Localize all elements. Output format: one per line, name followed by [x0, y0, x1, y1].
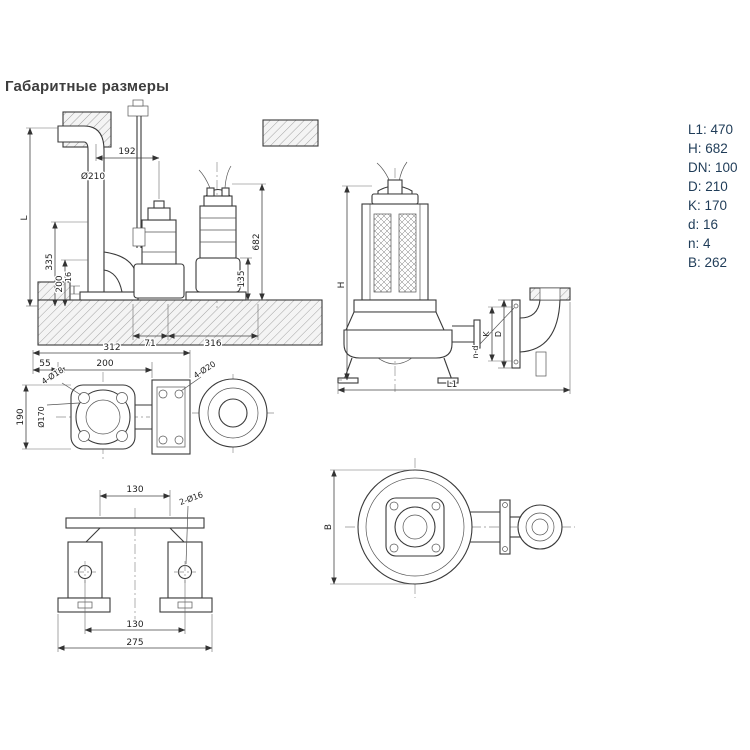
- side-view: H L1 D K n-d: [336, 161, 571, 394]
- dim-130-top: 130: [99, 484, 171, 516]
- dim-dia170: Ø170: [35, 402, 80, 429]
- flange-view: 312 55 200 190 Ø170 4-Ø: [15, 342, 275, 462]
- dim-label-L: L: [20, 215, 30, 220]
- dim-label-H: H: [337, 282, 347, 289]
- dim-135: 135: [236, 257, 252, 301]
- dim-682: 682: [232, 183, 266, 301]
- concrete-hatching: [37, 111, 323, 346]
- adapter-plate: [151, 379, 191, 455]
- dim-label-2d16: 2-Ø16: [178, 489, 204, 507]
- dim-335: 335: [44, 221, 88, 307]
- dim-label-L1: L1: [447, 380, 458, 390]
- elbow-ring: [192, 374, 275, 453]
- dim-200: 200: [54, 259, 88, 307]
- dim-label-312: 312: [103, 343, 120, 353]
- dim-D: D: [493, 299, 512, 369]
- spec-item-k: K: 170: [688, 198, 728, 213]
- dim-label-682: 682: [252, 233, 262, 250]
- dim-label-335: 335: [45, 253, 55, 270]
- dim-label-130-top: 130: [126, 485, 143, 495]
- dim-label-dia210: Ø210: [81, 171, 106, 182]
- pump-portable: [185, 162, 247, 308]
- dim-nd: n-d: [470, 307, 515, 360]
- dim-B: B: [323, 469, 413, 585]
- page-title: Габаритные размеры: [5, 78, 170, 95]
- dim-label-200: 200: [55, 275, 65, 292]
- installation-view: 192 Ø210 L 335 200: [19, 99, 323, 350]
- dim-label-dia170: Ø170: [36, 406, 46, 428]
- pump-stationary: [132, 200, 185, 299]
- volute-plan: [357, 469, 473, 585]
- dim-130-bottom: 130: [84, 580, 186, 634]
- dim-label-55: 55: [39, 359, 50, 369]
- dim-label-135: 135: [237, 270, 247, 287]
- dim-label-275: 275: [126, 638, 143, 648]
- dim-label-nd: n-d: [471, 345, 480, 358]
- spec-item-d: D: 210: [688, 179, 728, 194]
- dim-16: 16: [63, 271, 80, 295]
- dim-55-200: 55 200: [32, 358, 153, 378]
- dim-192: 192: [95, 144, 160, 199]
- specs-list: L1: 470 H: 682 DN: 100 D: 210 K: 170 d: …: [688, 120, 738, 272]
- dim-label-16: 16: [64, 272, 73, 282]
- dim-190: 190: [15, 384, 71, 450]
- spec-item-dd: d: 16: [688, 217, 719, 232]
- guide-rail: [127, 99, 149, 248]
- dim-label-316: 316: [204, 339, 221, 349]
- discharge-plan: [470, 499, 563, 555]
- bracket-view: 130 2-Ø16 130 275: [57, 484, 213, 652]
- dim-L1: L1: [337, 302, 571, 394]
- dim-71-316: 71 316: [132, 304, 259, 350]
- spec-item-b: B: 262: [688, 255, 728, 270]
- dim-label-192: 192: [118, 147, 135, 157]
- spec-item-dn: DN: 100: [688, 160, 738, 175]
- dim-K: K: [481, 306, 512, 362]
- top-view: B: [323, 458, 575, 598]
- dim-label-D: D: [494, 331, 503, 337]
- spec-item-n: n: 4: [688, 236, 711, 251]
- dim-H: H: [336, 185, 372, 381]
- dim-label-B: B: [324, 524, 334, 530]
- dim-label-200b: 200: [96, 359, 113, 369]
- square-flange: [70, 384, 136, 450]
- dim-275: 275: [57, 614, 213, 652]
- spec-item-l1: L1: 470: [688, 122, 734, 137]
- spec-item-h: H: 682: [688, 141, 728, 156]
- dim-label-4d20: 4-Ø20: [191, 359, 217, 381]
- outlet-elbow: [511, 287, 571, 377]
- pump-side: [337, 161, 481, 384]
- dim-label-71: 71: [144, 339, 155, 349]
- dim-label-190: 190: [16, 408, 26, 425]
- dim-label-130-bottom: 130: [126, 620, 143, 630]
- dim-label-K: K: [482, 331, 491, 337]
- dim-L: L: [19, 127, 58, 307]
